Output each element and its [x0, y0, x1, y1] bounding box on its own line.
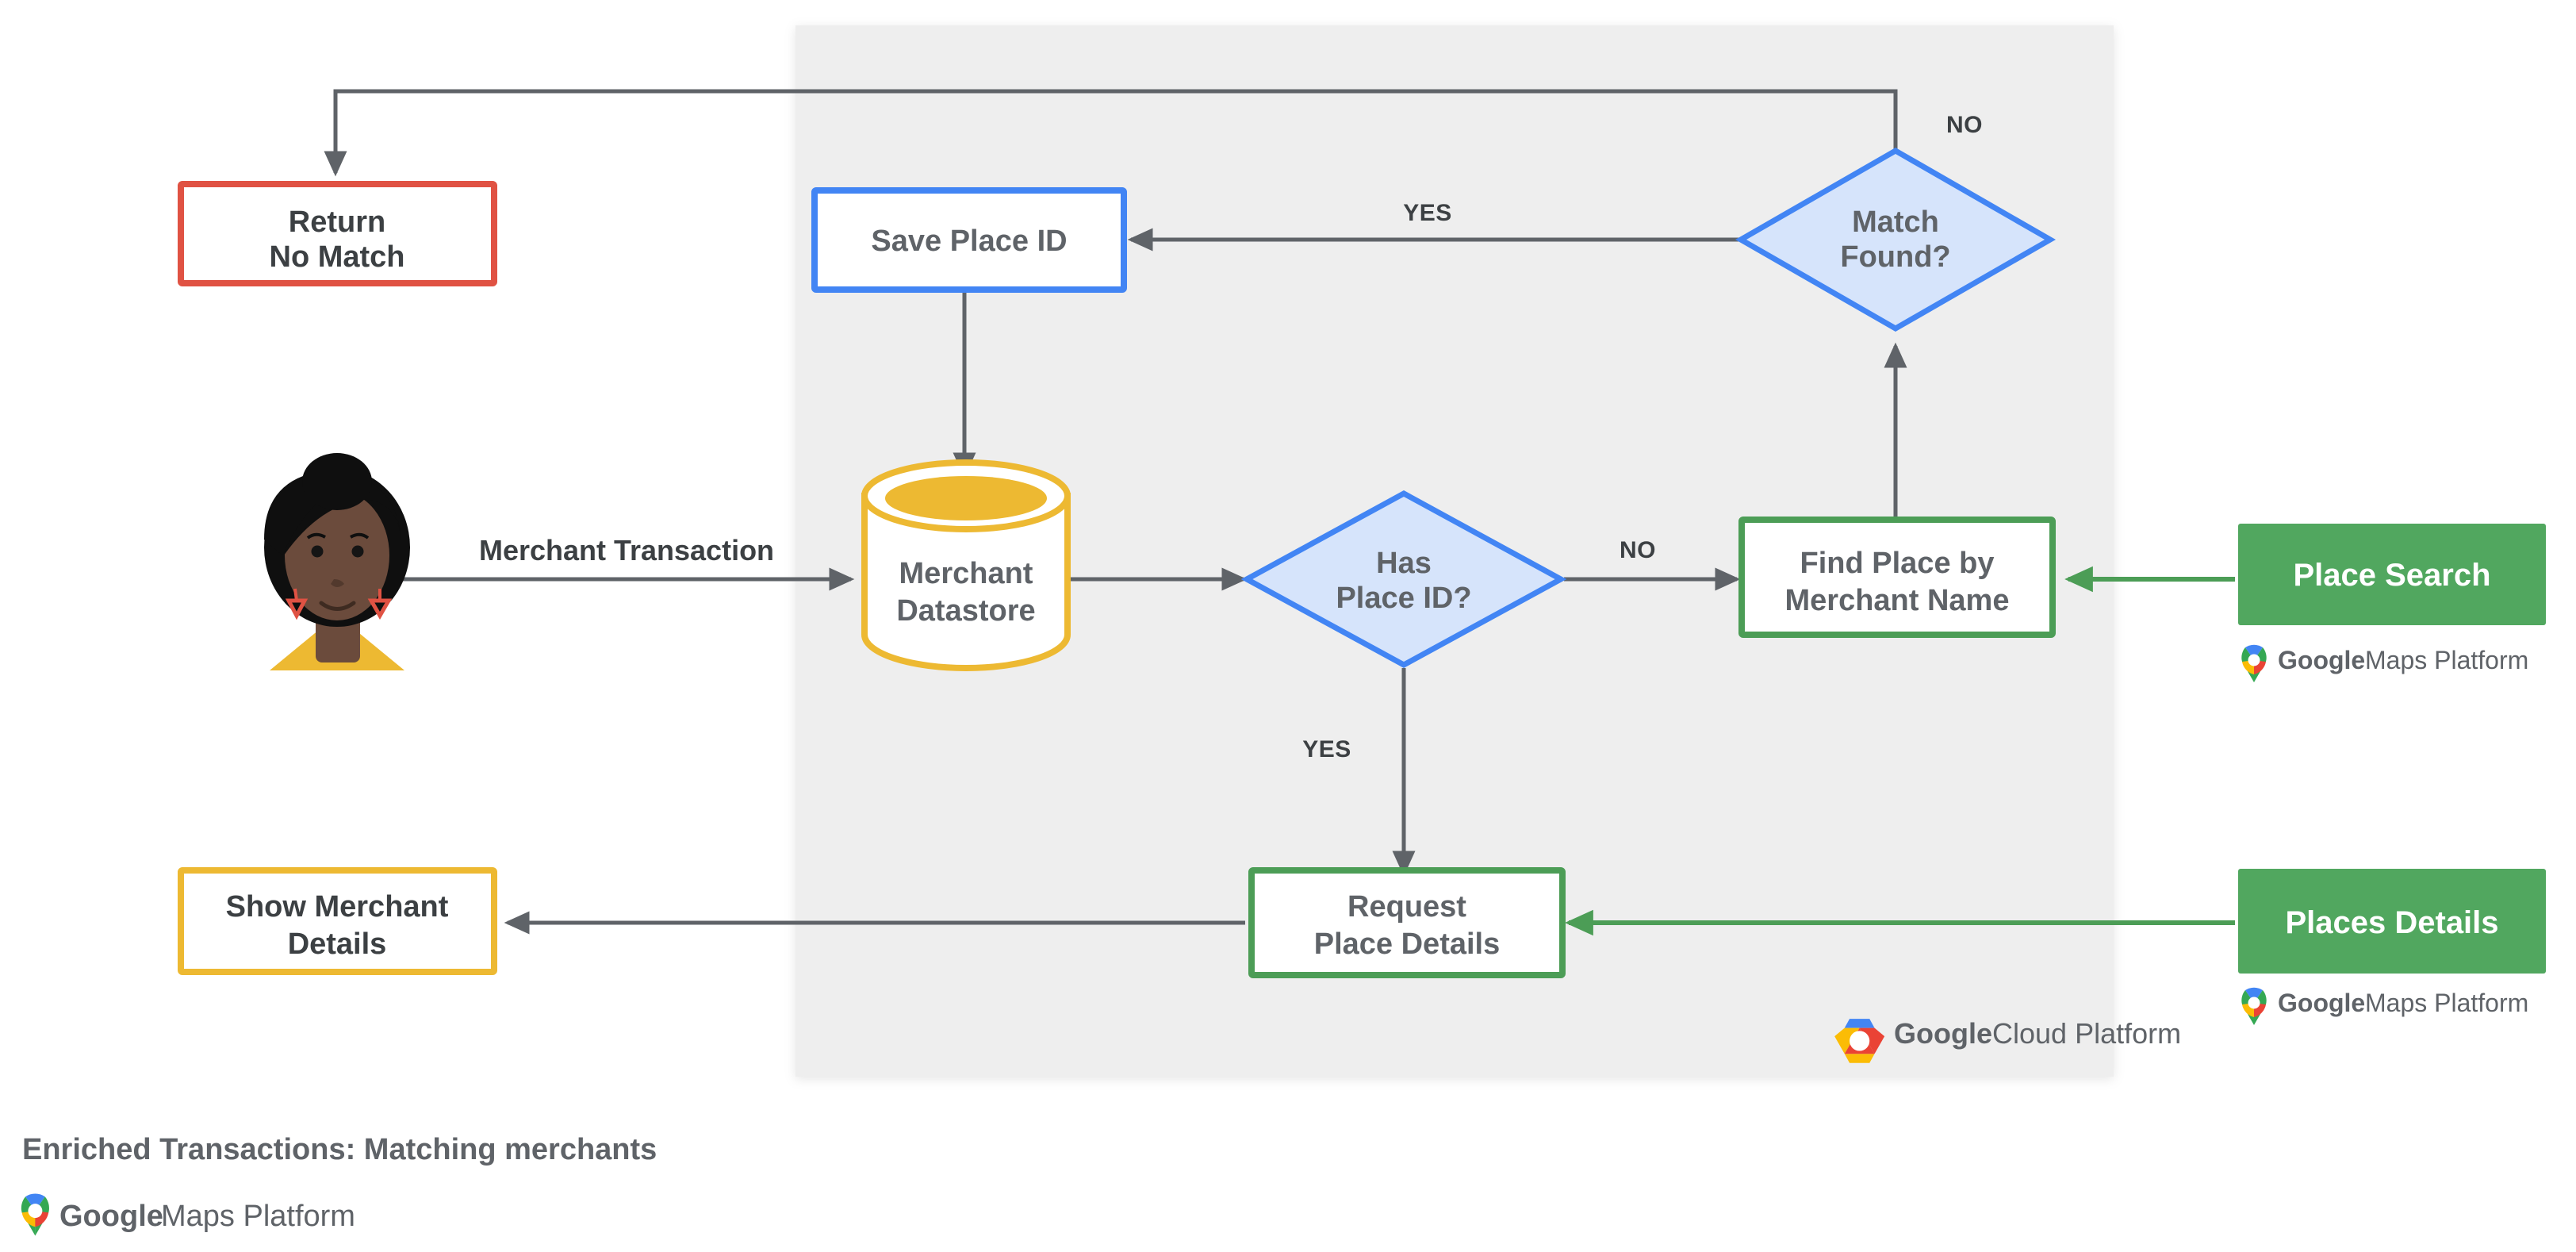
show-merchant-details-box[interactable]	[178, 867, 497, 975]
footer-logo-google: Google	[59, 1200, 163, 1233]
avatar-eyebrow-left	[306, 532, 327, 540]
node-merchant-datastore[interactable]: Merchant Datastore	[861, 459, 1071, 671]
find-place-box[interactable]	[1738, 517, 2056, 638]
maps-logo-google-1: Google	[2278, 646, 2365, 674]
google-cloud-platform-logo: Google Cloud Platform	[1834, 1017, 2181, 1063]
avatar-nose	[331, 579, 344, 587]
node-match-found[interactable]: Match Found?	[1735, 147, 2057, 332]
gcp-logo-rest: Cloud Platform	[1992, 1017, 2181, 1050]
node-places-details[interactable]: Places Details	[2238, 869, 2546, 974]
datastore-top-fill	[885, 476, 1047, 520]
match-found-line2: Found?	[1840, 240, 1950, 274]
maps-logo-rest-1: Maps Platform	[2365, 646, 2528, 674]
maps-logo-rest-2: Maps Platform	[2365, 989, 2528, 1017]
place-search-label: Place Search	[2293, 558, 2490, 593]
return-no-match-box[interactable]	[178, 181, 497, 286]
node-return-no-match[interactable]: Return No Match	[178, 181, 497, 286]
label-match-found-no: NO	[1946, 112, 1983, 138]
has-place-id-line2: Place ID?	[1336, 582, 1471, 615]
label-match-found-yes: YES	[1403, 200, 1452, 226]
avatar-hair-bun	[302, 453, 372, 510]
places-details-label: Places Details	[2285, 905, 2498, 940]
maps-platform-logo-footer: Google Maps Platform	[21, 1193, 355, 1236]
avatar-eyebrow-right	[349, 532, 370, 540]
gcp-logo-google: Google	[1894, 1017, 1992, 1050]
has-place-id-diamond[interactable]	[1240, 490, 1567, 668]
avatar-hair-side	[264, 470, 366, 555]
find-place-line2: Merchant Name	[1785, 584, 2010, 617]
avatar-mouth	[319, 601, 356, 611]
request-details-line2: Place Details	[1314, 927, 1500, 961]
datastore-line1: Merchant	[899, 557, 1033, 590]
has-place-id-line1: Has	[1376, 547, 1432, 580]
node-request-place-details[interactable]: Request Place Details	[1248, 867, 1566, 978]
maps-platform-logo-places-details: Google Maps Platform	[2241, 987, 2528, 1025]
avatar-eye-left	[311, 545, 324, 558]
find-place-line1: Find Place by	[1800, 547, 1995, 580]
node-place-search[interactable]: Place Search	[2238, 524, 2546, 625]
node-find-place-by-merchant-name[interactable]: Find Place by Merchant Name	[1738, 517, 2056, 638]
node-save-place-id[interactable]: Save Place ID	[811, 187, 1127, 293]
maps-pin-icon-3	[21, 1193, 49, 1236]
datastore-body[interactable]	[861, 493, 1071, 671]
return-no-match-line1: Return	[289, 205, 385, 239]
show-details-line2: Details	[288, 927, 387, 961]
label-has-place-id-yes: YES	[1302, 736, 1351, 762]
return-no-match-line2: No Match	[270, 240, 405, 274]
show-details-line1: Show Merchant	[226, 890, 449, 924]
save-place-id-box[interactable]	[811, 187, 1127, 293]
node-show-merchant-details[interactable]: Show Merchant Details	[178, 867, 497, 975]
maps-pin-icon-2	[2241, 987, 2267, 1025]
avatar-earring-hook-left	[293, 588, 298, 601]
maps-pin-icon	[2241, 644, 2267, 682]
match-found-line1: Match	[1852, 205, 1939, 239]
match-found-diamond[interactable]	[1735, 147, 2057, 332]
actor-avatar	[264, 453, 410, 670]
label-has-place-id-no: NO	[1620, 537, 1656, 563]
avatar-eye-right	[351, 545, 364, 558]
request-place-details-box[interactable]	[1248, 867, 1566, 978]
label-merchant-transaction: Merchant Transaction	[479, 534, 774, 566]
node-has-place-id[interactable]: Has Place ID?	[1240, 490, 1567, 668]
save-place-id-label: Save Place ID	[871, 225, 1067, 258]
datastore-line2: Datastore	[896, 594, 1035, 628]
places-details-box[interactable]	[2238, 869, 2546, 974]
diagram-caption: Enriched Transactions: Matching merchant…	[22, 1133, 657, 1166]
place-search-box[interactable]	[2238, 524, 2546, 625]
request-details-line1: Request	[1347, 890, 1466, 924]
gcp-hexagon-icon	[1834, 1019, 1885, 1063]
maps-logo-google-2: Google	[2278, 989, 2365, 1017]
footer-logo-rest: Maps Platform	[161, 1200, 355, 1233]
maps-platform-logo-place-search: Google Maps Platform	[2241, 644, 2528, 682]
